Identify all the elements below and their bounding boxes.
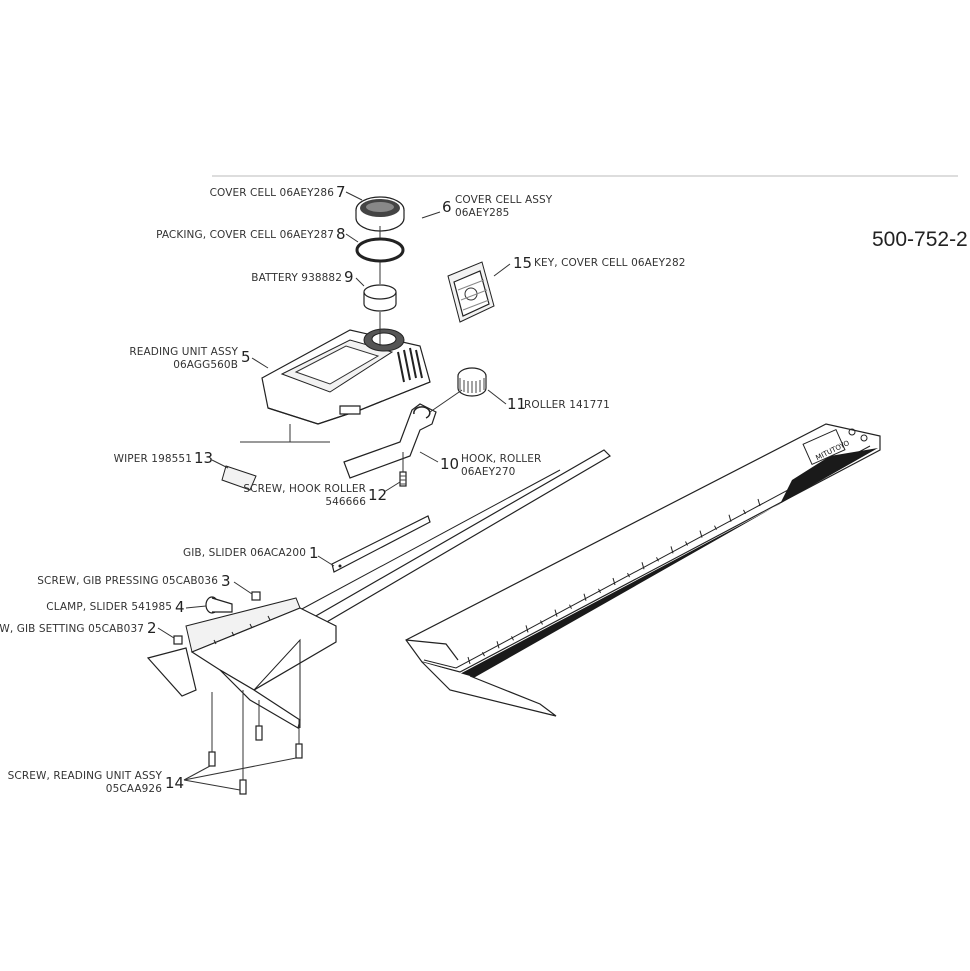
callout-number-1: 1	[309, 544, 319, 562]
callout-number-9: 9	[344, 268, 354, 286]
callout-number-4: 4	[175, 598, 185, 616]
callout-number-2: 2	[147, 619, 157, 637]
slider-jaw-assembly-part	[146, 597, 337, 729]
label-screw-reading-unit-assy-code: 05CAA926	[106, 783, 162, 795]
screw-gib-pressing-part	[251, 591, 261, 601]
scale-tick	[757, 498, 761, 507]
label-cover-cell-assy-code: 06AEY285	[455, 207, 509, 219]
callout-number-8: 8	[336, 225, 346, 243]
label-hook-roller: HOOK, ROLLER	[461, 453, 541, 465]
roller-part	[457, 367, 487, 397]
label-key-cover-cell: KEY, COVER CELL 06AEY282	[534, 257, 686, 269]
scale-tick	[699, 530, 703, 538]
label-screw-gib-setting: REW, GIB SETTING 05CAB037	[0, 623, 144, 635]
scale-ticks	[467, 498, 761, 665]
scale-tick	[525, 625, 529, 633]
label-cover-cell-assy: COVER CELL ASSY	[455, 194, 553, 206]
screw-hook-roller-part	[399, 471, 407, 487]
label-screw-hook-roller-code: 546666	[325, 496, 366, 508]
label-reading-unit-assy: READING UNIT ASSY	[129, 346, 238, 358]
scale-tick	[496, 641, 500, 649]
scale-tick	[728, 514, 732, 522]
label-wiper: WIPER 198551	[114, 453, 192, 465]
clamp-slider-part	[205, 596, 233, 614]
scale-tick	[627, 572, 630, 578]
scale-tick	[612, 577, 616, 586]
callout-number-3: 3	[221, 572, 231, 590]
label-battery: BATTERY 938882	[251, 272, 342, 284]
callout-number-12: 12	[368, 486, 387, 504]
callout-number-10: 10	[440, 455, 459, 473]
scale-tick	[598, 588, 601, 594]
battery-part	[363, 284, 397, 312]
scale-tick	[554, 609, 558, 617]
label-screw-hook-roller: SCREW, HOOK ROLLER	[243, 483, 366, 495]
label-clamp-slider: CLAMP, SLIDER 541985	[46, 601, 172, 613]
scale-tick	[670, 546, 674, 554]
packing-ring-part	[355, 237, 405, 263]
hook-roller-part	[343, 403, 437, 479]
callout-number-14: 14	[165, 774, 184, 792]
scale-tick	[467, 656, 471, 665]
scale-tick	[511, 636, 514, 641]
screw-gib-setting-part	[173, 635, 183, 645]
scale-tick	[583, 593, 587, 601]
model-number: 500-752-2	[872, 228, 968, 251]
main-scale-beam-part: MITUTOYO	[405, 423, 881, 717]
scale-tick	[685, 541, 688, 546]
label-roller: ROLLER 141771	[524, 399, 610, 411]
scale-tick	[540, 620, 543, 625]
callout-number-15: 15	[513, 254, 532, 272]
key-cover-cell-part	[447, 261, 495, 323]
scale-tick	[743, 509, 746, 515]
label-hook-roller-code: 06AEY270	[461, 466, 515, 478]
gib-slider-part	[331, 515, 431, 573]
callout-number-6: 6	[442, 198, 452, 216]
label-screw-reading-unit-assy: SCREW, READING UNIT ASSY	[8, 770, 163, 782]
callout-number-5: 5	[241, 348, 251, 366]
scale-tick	[714, 525, 717, 530]
scale-tick	[482, 651, 485, 657]
reading-unit-part	[261, 328, 431, 425]
label-packing-cover-cell: PACKING, COVER CELL 06AEY287	[156, 229, 334, 241]
cover-cell-part	[355, 196, 405, 232]
label-reading-unit-assy-code: 06AGG560B	[173, 359, 238, 371]
scale-tick	[656, 557, 659, 562]
callout-number-7: 7	[336, 183, 346, 201]
label-cover-cell: COVER CELL 06AEY286	[210, 187, 335, 199]
scale-tick	[641, 562, 645, 570]
label-gib-slider: GIB, SLIDER 06ACA200	[183, 547, 306, 559]
label-screw-gib-pressing: SCREW, GIB PRESSING 05CAB036	[37, 575, 218, 587]
callout-number-13: 13	[194, 449, 213, 467]
callout-number-11: 11	[507, 395, 526, 413]
wiper-part	[221, 465, 257, 491]
scale-tick	[569, 604, 572, 609]
